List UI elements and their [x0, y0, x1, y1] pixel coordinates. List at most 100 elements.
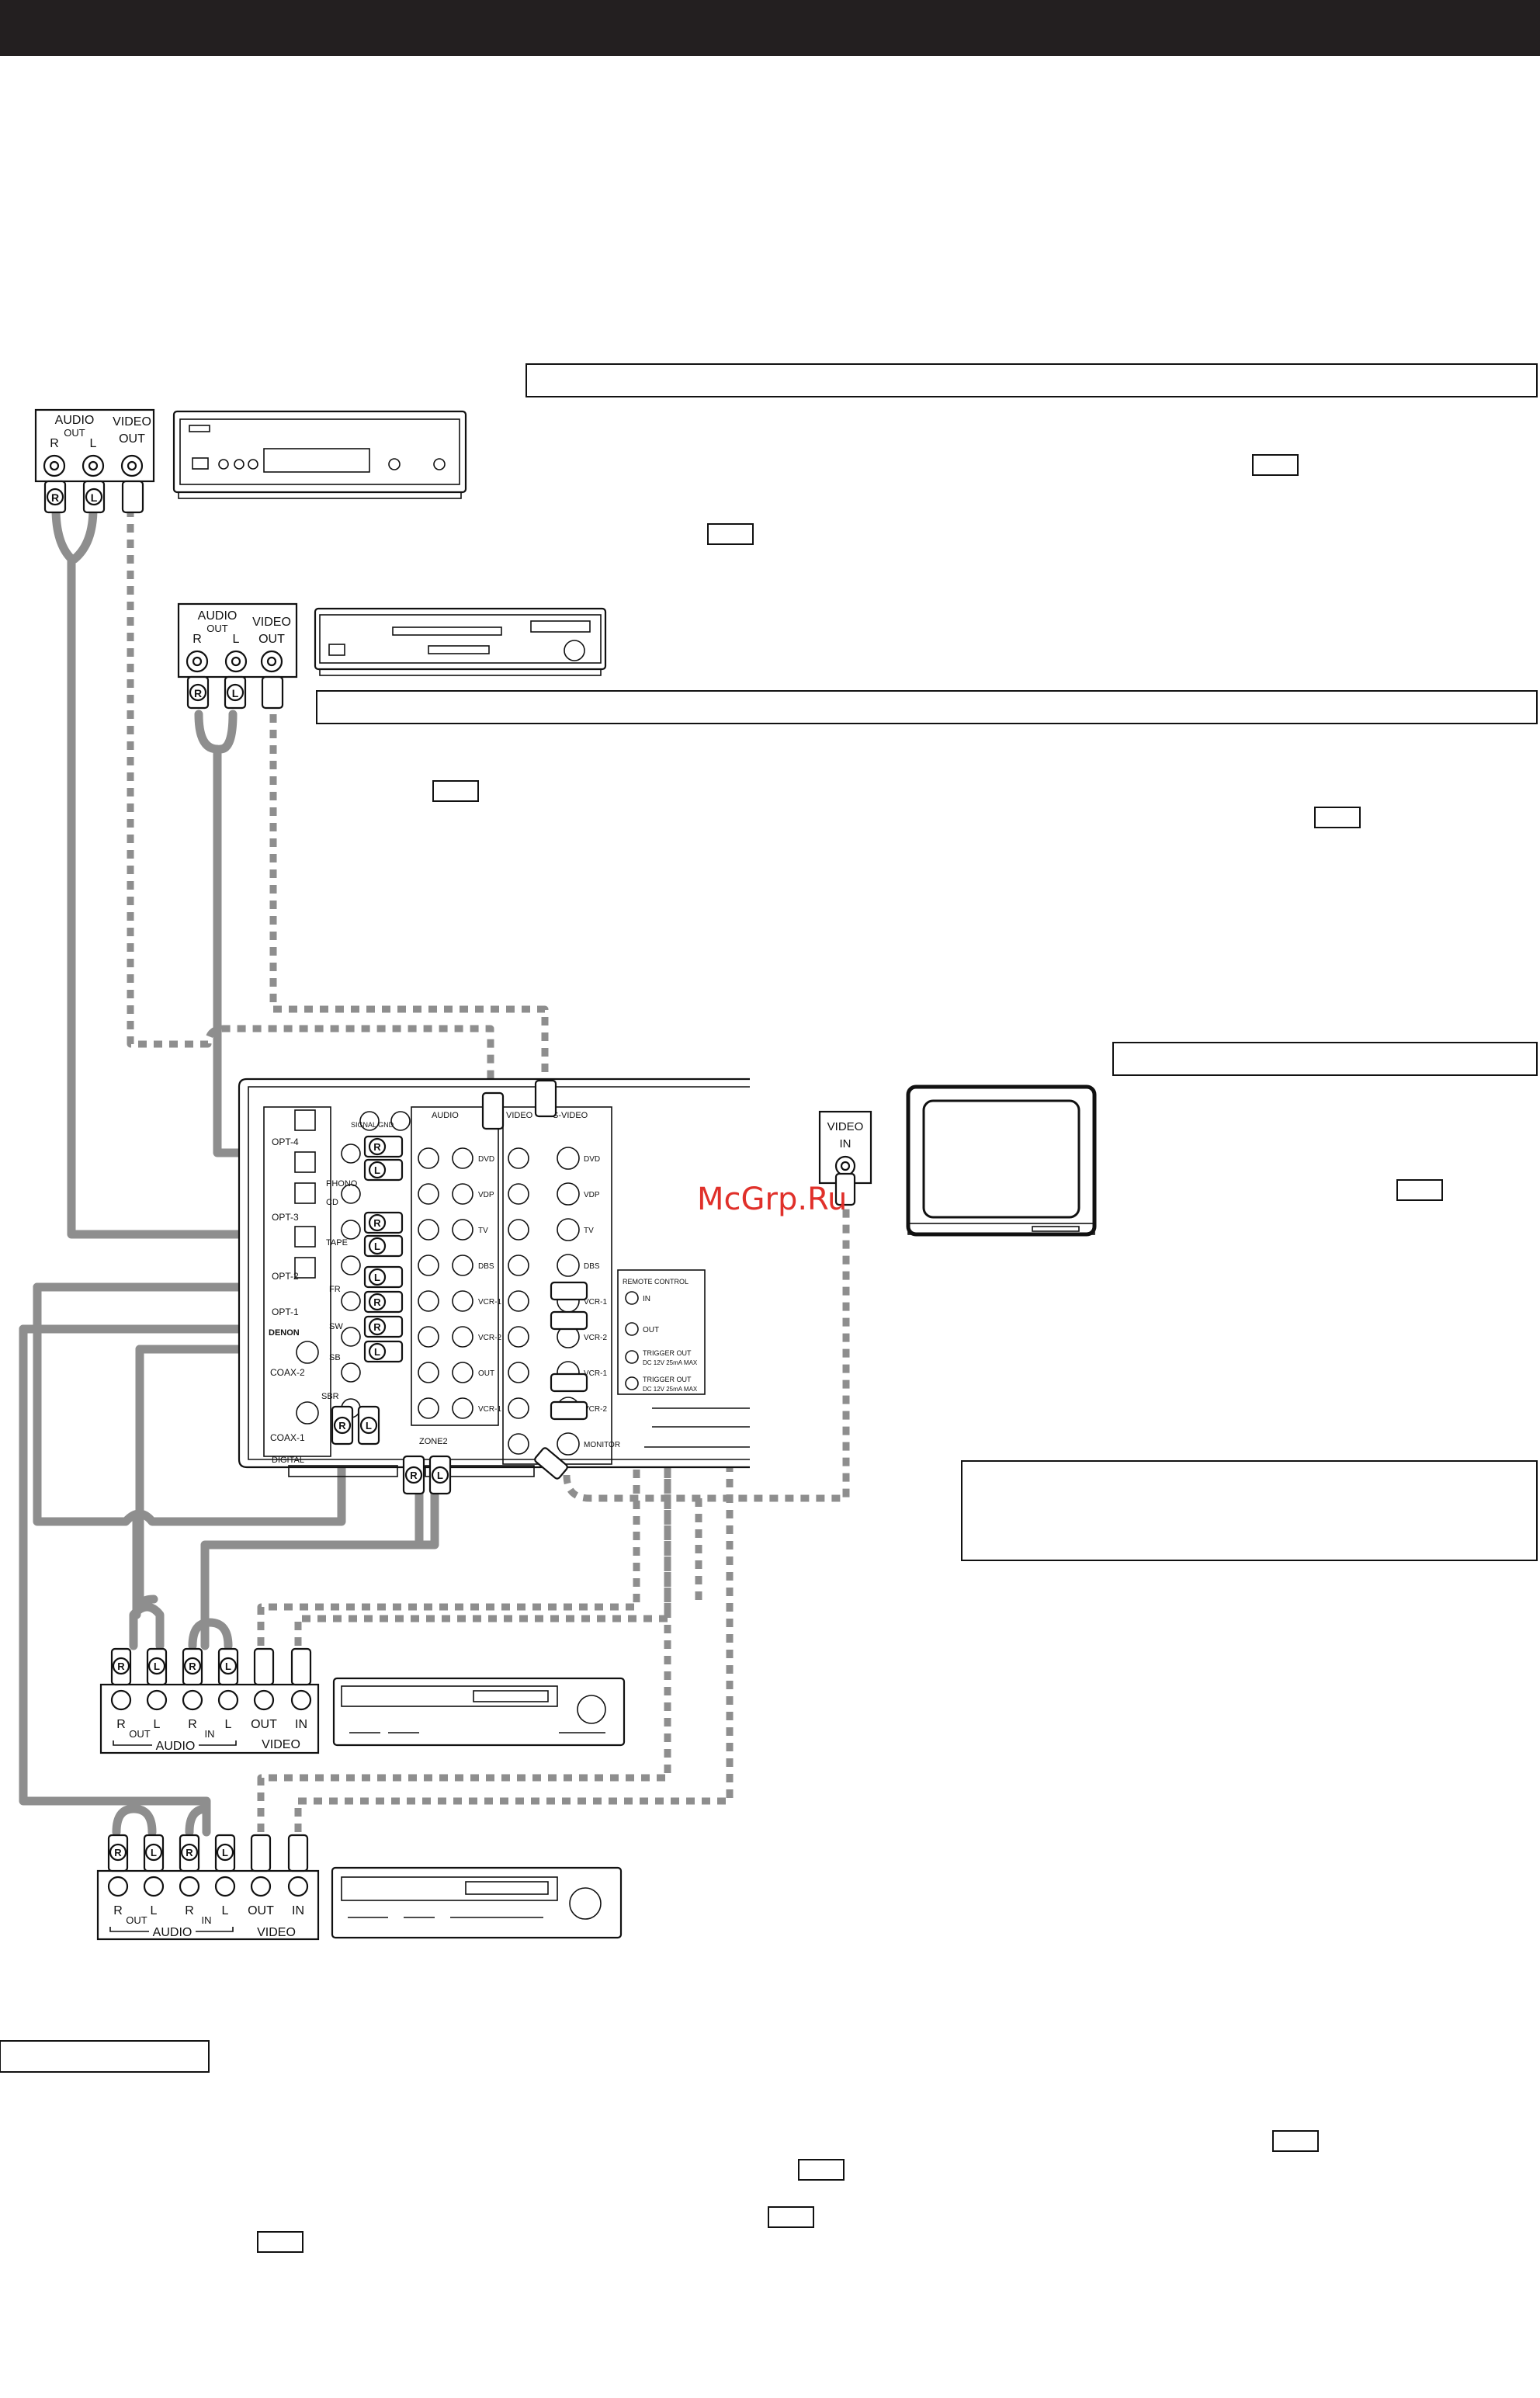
watermark: McGrp.Ru: [697, 1182, 847, 1217]
svg-text:AUDIO: AUDIO: [432, 1111, 459, 1120]
cable-vcr1-r: [188, 1618, 233, 1650]
svg-text:OUT: OUT: [64, 427, 85, 439]
cable-vcr2-l: [112, 1804, 157, 1837]
page-ref-box: [257, 2231, 303, 2253]
vcr1-device: [332, 1677, 626, 1747]
svg-text:IN: IN: [292, 1904, 304, 1917]
svg-text:L: L: [437, 1470, 443, 1481]
svg-text:R: R: [113, 1904, 123, 1917]
svg-text:OUT: OUT: [251, 1718, 277, 1731]
page-ref-box: [798, 2159, 845, 2181]
cable-cd-audio-r: [70, 504, 98, 564]
svg-text:OUT: OUT: [129, 1728, 151, 1740]
svg-text:CD: CD: [326, 1198, 338, 1207]
vcr2-plugs: R L R L: [107, 1834, 309, 1872]
page-ref-box: [432, 780, 479, 802]
cable-vcr2-audio: [129, 1602, 165, 1650]
svg-text:VIDEO: VIDEO: [252, 616, 291, 629]
svg-text:R: R: [410, 1470, 418, 1481]
cable-vcr2-video: [257, 1413, 671, 1832]
svg-text:AUDIO: AUDIO: [198, 609, 238, 623]
svg-text:IN: IN: [205, 1728, 215, 1740]
vcr2-device: [331, 1866, 623, 1939]
svg-text:OUT: OUT: [643, 1326, 659, 1334]
svg-text:OUT: OUT: [258, 633, 285, 646]
receiver-audio-plugs: R L R L L R R L R L R L: [331, 1135, 452, 1495]
svg-text:L: L: [374, 1346, 380, 1358]
svg-text:OUT: OUT: [478, 1369, 494, 1378]
svg-text:IN: IN: [202, 1914, 212, 1926]
cd-player-device: [172, 410, 467, 499]
svg-text:TAPE: TAPE: [326, 1238, 348, 1248]
svg-text:MONITOR: MONITOR: [584, 1441, 620, 1449]
page-ref-box: [1314, 807, 1361, 828]
svg-text:TV: TV: [584, 1227, 594, 1235]
svg-text:VIDEO: VIDEO: [827, 1120, 864, 1133]
svg-text:IN: IN: [643, 1295, 650, 1303]
note-box: [961, 1460, 1538, 1561]
svg-text:DIGITAL: DIGITAL: [272, 1456, 304, 1465]
monitor-video-in-panel: VIDEO IN: [818, 1110, 872, 1206]
svg-text:L: L: [374, 1241, 380, 1252]
svg-text:AUDIO: AUDIO: [156, 1740, 196, 1753]
cable-dvd-audio-l: [216, 710, 238, 754]
svg-text:TRIGGER OUT: TRIGGER OUT: [643, 1349, 692, 1357]
svg-text:DVD: DVD: [584, 1155, 600, 1164]
page-ref-box: [1272, 2130, 1319, 2152]
av-receiver-rear-panel: OPT-4 OPT-3 OPT-2 OPT-1 COAX-2 COAX-1 DE…: [238, 1078, 750, 1495]
svg-text:OPT-3: OPT-3: [272, 1212, 299, 1223]
page-ref-box: [768, 2206, 814, 2228]
svg-text:VDP: VDP: [478, 1191, 494, 1199]
page-ref-box: [1396, 1179, 1443, 1201]
svg-text:L: L: [151, 1847, 157, 1858]
svg-text:ZONE2: ZONE2: [419, 1437, 448, 1446]
svg-text:VCR-2: VCR-2: [584, 1405, 607, 1414]
svg-text:OPT-1: OPT-1: [272, 1307, 299, 1317]
cable-monitor-video: [563, 1184, 850, 1502]
svg-text:VCR-1: VCR-1: [584, 1369, 607, 1378]
svg-text:S-VIDEO: S-VIDEO: [553, 1111, 588, 1120]
svg-text:R: R: [185, 1904, 194, 1917]
svg-text:L: L: [90, 437, 97, 450]
svg-text:VIDEO: VIDEO: [262, 1738, 300, 1751]
svg-text:DBS: DBS: [584, 1262, 600, 1271]
svg-text:L: L: [222, 1904, 229, 1917]
svg-text:TV: TV: [478, 1227, 488, 1235]
svg-text:R: R: [116, 1718, 126, 1731]
cable-vcr2-audio-b: [200, 1470, 439, 1650]
svg-text:OPT-4: OPT-4: [272, 1137, 299, 1147]
svg-text:VIDEO: VIDEO: [113, 415, 151, 429]
svg-text:L: L: [225, 1661, 231, 1672]
cable-vcr1-video-2: [294, 1320, 671, 1646]
svg-text:IN: IN: [295, 1718, 307, 1731]
svg-text:R: R: [373, 1141, 381, 1153]
svg-text:R: R: [373, 1217, 381, 1229]
svg-text:L: L: [154, 1718, 161, 1731]
svg-text:VCR-1: VCR-1: [584, 1298, 607, 1307]
svg-text:R: R: [117, 1661, 125, 1672]
svg-text:DC 12V 25mA MAX: DC 12V 25mA MAX: [643, 1359, 698, 1366]
svg-text:R: R: [189, 1661, 196, 1672]
svg-text:R: R: [188, 1718, 197, 1731]
vcr1-jack-panel: R L R L OUT IN OUT IN AUDIO VIDEO: [99, 1683, 320, 1754]
svg-text:SW: SW: [329, 1322, 343, 1331]
monitor-tv: [906, 1084, 1097, 1237]
dvd-player-plugs: R L: [186, 675, 284, 710]
svg-text:L: L: [91, 491, 98, 504]
svg-text:L: L: [366, 1420, 372, 1432]
svg-text:FR: FR: [329, 1285, 341, 1294]
svg-text:VDP: VDP: [584, 1191, 600, 1199]
svg-text:VCR-1: VCR-1: [478, 1298, 501, 1307]
svg-text:R: R: [373, 1296, 381, 1308]
svg-text:DENON: DENON: [269, 1328, 300, 1338]
svg-text:OUT: OUT: [126, 1914, 147, 1926]
cable-vcr2-main-b: [19, 1324, 211, 1837]
cable-vcr2-r: [185, 1804, 211, 1837]
svg-text:L: L: [222, 1847, 228, 1858]
svg-text:IN: IN: [840, 1137, 852, 1150]
svg-text:SIGNAL GND: SIGNAL GND: [351, 1121, 394, 1129]
svg-text:PHONO: PHONO: [326, 1179, 358, 1189]
svg-text:OUT: OUT: [119, 432, 145, 446]
svg-text:VIDEO: VIDEO: [506, 1111, 533, 1120]
